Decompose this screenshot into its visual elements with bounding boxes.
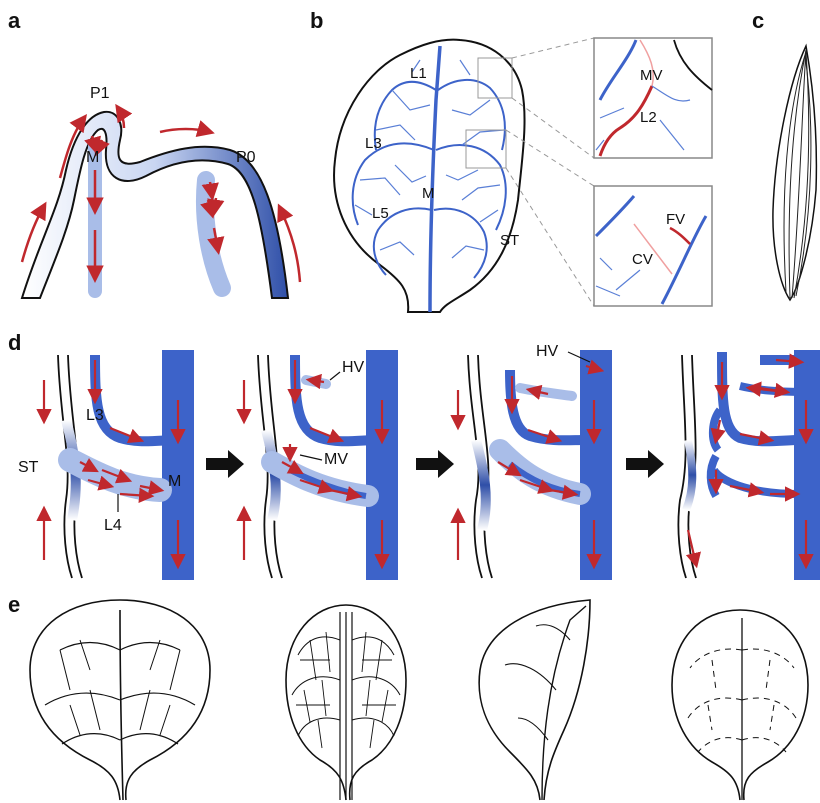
label-st-b: ST — [500, 232, 519, 249]
panel-d: d — [8, 330, 820, 580]
shoot-apex-tissue — [22, 112, 288, 298]
panel-letter-d: d — [8, 330, 21, 355]
panel-b: b L1 — [310, 8, 712, 312]
arrow-right-icon — [206, 450, 244, 478]
stage-1: L3 ST M L4 — [18, 350, 194, 580]
arrow-right-icon — [626, 450, 664, 478]
leaf-wildtype — [30, 600, 210, 800]
label-l3-d: L3 — [86, 407, 104, 424]
panel-a: a P1 P0 M — [8, 8, 300, 298]
inset-top: MV L2 — [594, 38, 712, 158]
leaf-dense-veins — [286, 605, 406, 800]
provascular-strand-p0 — [205, 180, 222, 288]
panel-letter-b: b — [310, 8, 323, 33]
label-st-d: ST — [18, 459, 39, 476]
label-fv-inset: FV — [666, 211, 685, 228]
stage-3: HV — [458, 343, 612, 580]
label-l5: L5 — [372, 205, 389, 222]
panel-letter-c: c — [752, 8, 764, 33]
label-hv-stage3: HV — [536, 343, 559, 360]
label-p0: P0 — [236, 149, 256, 166]
label-l1: L1 — [410, 65, 427, 82]
stage-2: HV MV — [244, 350, 398, 580]
label-l2-inset: L2 — [640, 109, 657, 126]
arrow-right-icon — [416, 450, 454, 478]
inset-bottom: FV CV — [594, 186, 712, 306]
leaf-discontinuous-veins — [672, 610, 808, 800]
label-m-d: M — [168, 473, 181, 490]
panel-e: e — [8, 592, 808, 800]
label-l4-d: L4 — [104, 517, 122, 534]
label-m-b: M — [422, 185, 435, 202]
panel-c: c — [752, 8, 816, 300]
label-mv-stage2: MV — [324, 451, 348, 468]
label-m-a: M — [86, 149, 99, 166]
label-l3: L3 — [365, 135, 382, 152]
label-mv-inset: MV — [640, 67, 663, 84]
label-hv-stage2: HV — [342, 359, 365, 376]
label-p1: P1 — [90, 85, 110, 102]
leaf-sparse-veins — [479, 600, 590, 800]
label-cv-inset: CV — [632, 251, 653, 268]
panel-letter-e: e — [8, 592, 20, 617]
stage-4 — [678, 350, 820, 580]
panel-letter-a: a — [8, 8, 21, 33]
